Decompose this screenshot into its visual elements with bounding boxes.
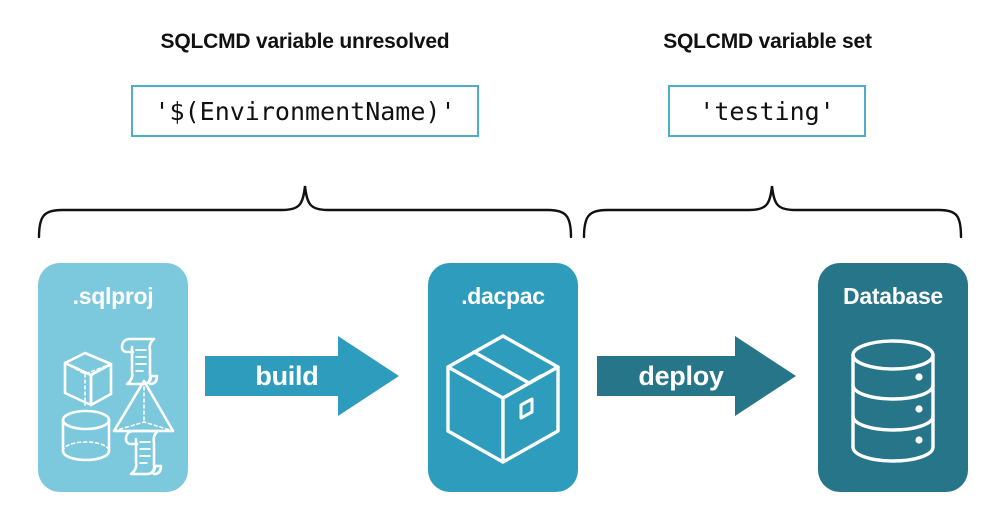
- brace-group: [37, 185, 963, 239]
- database-cylinder-icon: [851, 339, 935, 463]
- script-scroll-icon: [120, 337, 159, 386]
- arrow-deploy-shape: [597, 336, 796, 416]
- script-scroll-icon: [124, 429, 163, 476]
- artifact-database: Database: [818, 263, 968, 492]
- sqlproj-contents-art: [61, 337, 175, 476]
- sqlcmd-variable-set-value: 'testing': [668, 85, 866, 137]
- database-art: [851, 339, 935, 463]
- arrow-build-label: build: [255, 360, 319, 391]
- cube-icon: [63, 351, 113, 407]
- section-heading-right: SQLCMD variable set: [663, 30, 872, 53]
- cylinder-icon: [61, 409, 111, 462]
- dacpac-package-art: [446, 334, 560, 464]
- artifact-dacpac-label: .dacpac: [461, 283, 545, 309]
- package-box-icon: [446, 334, 560, 464]
- artifact-dacpac: .dacpac: [428, 263, 578, 492]
- pyramid-icon: [112, 379, 175, 433]
- arrow-deploy: deploy: [597, 334, 797, 418]
- arrow-deploy-label: deploy: [638, 360, 724, 391]
- brace-left-icon: [37, 185, 573, 239]
- artifact-sqlproj: .sqlproj: [38, 263, 188, 492]
- arrow-build-shape: [205, 336, 399, 416]
- artifact-database-label: Database: [843, 283, 943, 309]
- brace-right-icon: [582, 185, 963, 239]
- section-heading-left: SQLCMD variable unresolved: [160, 30, 450, 53]
- artifact-sqlproj-label: .sqlproj: [72, 283, 154, 309]
- sqlcmd-variable-unresolved-value: '$(EnvironmentName)': [131, 85, 479, 137]
- arrow-build: build: [205, 334, 400, 418]
